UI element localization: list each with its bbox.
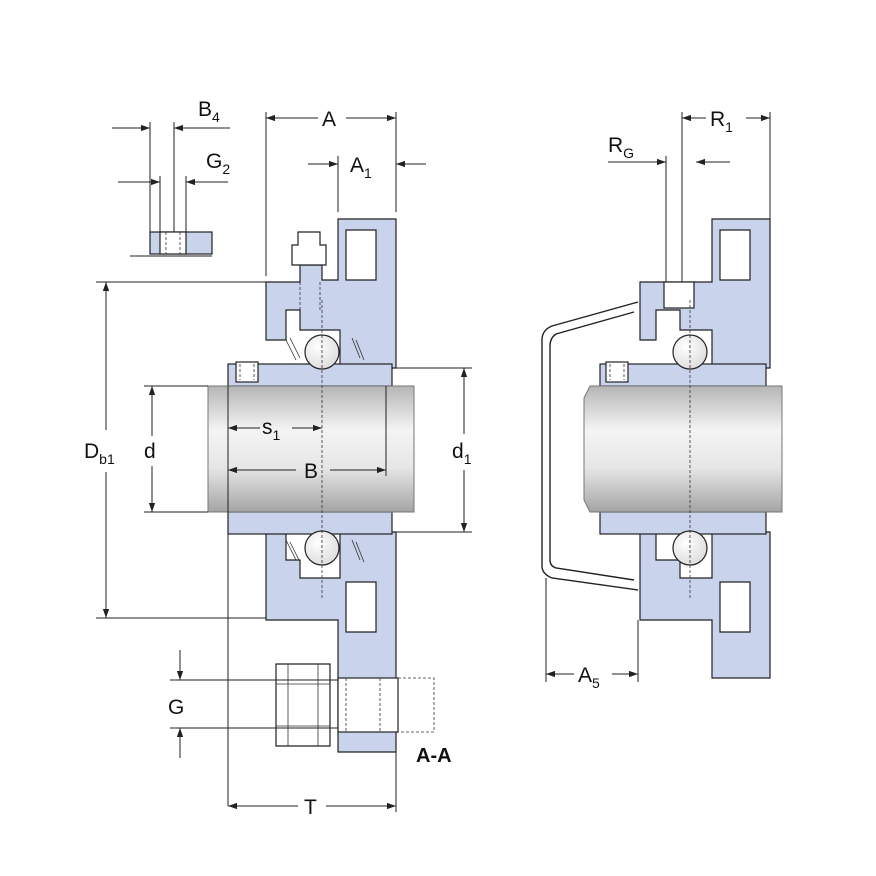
- grease-nipple: [291, 231, 327, 266]
- dimension-labels: B4 G2 A A1 RG R1 Db1 d s1 B d1 G T A5 A-…: [84, 98, 733, 819]
- end-cover: [541, 301, 639, 591]
- right-section-view: [541, 218, 783, 679]
- label-s1: s1: [262, 416, 281, 443]
- label-db1: Db1: [84, 440, 115, 467]
- inner-ring-right-lower: [599, 511, 767, 535]
- label-a5: A5: [578, 664, 600, 691]
- left-section-view: [207, 218, 435, 753]
- label-rg: RG: [608, 134, 634, 161]
- label-b4: B4: [198, 98, 220, 125]
- setscrew-detail: [130, 231, 213, 257]
- inner-ring-lower: [227, 511, 393, 535]
- label-g: G: [168, 696, 184, 719]
- label-d: d: [144, 440, 156, 463]
- label-t: T: [304, 796, 317, 819]
- shaft-left: [207, 385, 415, 513]
- flange-bolt: [275, 663, 435, 747]
- housing-recess-top: [345, 229, 377, 281]
- label-a: A: [322, 108, 336, 131]
- label-g2: G2: [206, 150, 230, 177]
- label-a1: A1: [350, 154, 372, 181]
- housing-recess-bottom: [345, 581, 377, 633]
- dimension-lines: [96, 112, 771, 812]
- label-r1: R1: [710, 108, 733, 135]
- set-screw-left: [235, 361, 259, 383]
- seal-upper: [285, 337, 365, 361]
- shaft-right: [583, 385, 783, 513]
- seal-lower: [285, 539, 365, 563]
- section-label: A-A: [416, 745, 452, 767]
- label-d1: d1: [452, 440, 472, 467]
- label-b: B: [304, 460, 318, 483]
